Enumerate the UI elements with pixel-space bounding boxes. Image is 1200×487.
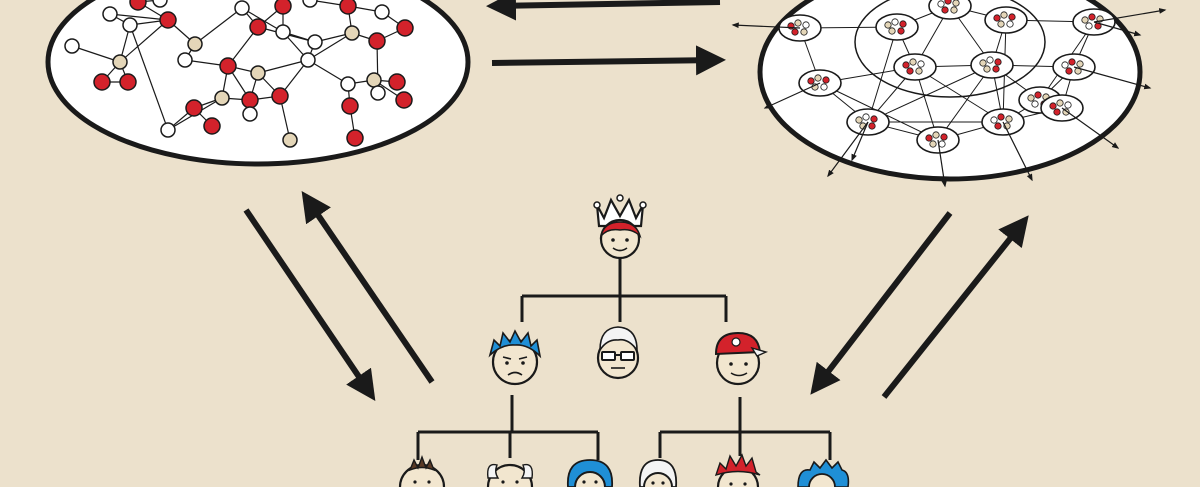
network-edge: [307, 59, 349, 85]
tree-connectors: [416, 258, 832, 460]
arrow-icon: [243, 208, 376, 401]
network-node: [396, 19, 414, 37]
network-edge: [119, 19, 169, 63]
person-root-crowned: [593, 194, 647, 260]
person-blue-hair: [488, 329, 542, 386]
network-cluster: [984, 6, 1028, 34]
person-white-hair-glasses: [596, 326, 640, 380]
left-network-nodes: [64, 0, 414, 148]
network-node: [242, 106, 258, 122]
person-spiky-brown-hair: [398, 454, 446, 487]
arrow-icon: [491, 45, 726, 76]
network-node: [341, 97, 359, 115]
network-node: [219, 57, 237, 75]
network-node: [368, 32, 386, 50]
arrow-icon: [763, 82, 821, 109]
network-node: [152, 0, 168, 8]
glasses-icon: [601, 351, 635, 361]
network-node: [388, 73, 406, 91]
arrow-icon: [1093, 21, 1142, 37]
network-node: [64, 38, 80, 54]
network-node: [370, 85, 386, 101]
person-white-hair: [638, 459, 678, 487]
person-blue-spiky-hair: [797, 458, 850, 487]
person-bald-white-hair: [486, 463, 534, 487]
arrow-icon: [827, 121, 869, 178]
left-network-panel: [45, 0, 471, 167]
network-node: [187, 36, 203, 52]
network-edge: [257, 59, 309, 74]
network-edge: [71, 45, 121, 63]
network-cluster: [970, 51, 1014, 79]
network-node: [395, 91, 413, 109]
right-network-panel: [731, 0, 1167, 188]
network-cluster: [875, 13, 919, 41]
network-edge: [867, 26, 898, 123]
right-network-core-ring: [854, 0, 1046, 98]
arrow-icon: [851, 121, 869, 162]
network-node: [340, 76, 356, 92]
hierarchy-tree: [398, 194, 850, 487]
arrow-icon: [1061, 107, 1120, 149]
arrow-icon: [810, 211, 953, 395]
network-node: [344, 25, 360, 41]
network-node: [177, 52, 193, 68]
right-network-clusters: [778, 0, 1116, 154]
network-node: [93, 73, 111, 91]
network-edge: [867, 64, 993, 123]
network-node: [112, 54, 128, 70]
network-node: [282, 132, 298, 148]
transition-arrows: [243, 0, 1029, 401]
person-red-spiky-hair: [714, 453, 761, 487]
network-node: [366, 72, 382, 88]
arrow-icon: [731, 22, 801, 29]
network-node: [250, 65, 266, 81]
network-node: [339, 0, 357, 15]
network-node: [119, 73, 137, 91]
network-node: [300, 52, 316, 68]
arrow-icon: [937, 139, 947, 188]
network-node: [271, 87, 289, 105]
network-cluster: [778, 14, 822, 42]
network-node: [214, 90, 230, 106]
network-node: [122, 17, 138, 33]
arrow-icon: [486, 0, 721, 21]
left-network-outline: [45, 0, 471, 167]
arrow-icon: [1093, 8, 1167, 23]
network-node: [159, 11, 177, 29]
network-edge: [109, 13, 169, 21]
network-node: [129, 0, 147, 11]
network-edge: [194, 7, 243, 45]
arrow-icon: [881, 215, 1029, 399]
network-node: [160, 122, 176, 138]
person-cap: [714, 331, 769, 386]
network-edge: [129, 24, 169, 131]
network-node: [241, 91, 259, 109]
network-edge: [307, 32, 353, 61]
network-node: [274, 0, 292, 15]
network-node: [203, 117, 221, 135]
arrow-icon: [301, 191, 435, 384]
network-node: [374, 4, 390, 20]
right-network-outgoing-links: [731, 8, 1167, 188]
arrow-icon: [1073, 66, 1152, 90]
network-node: [185, 99, 203, 117]
network-cluster: [893, 53, 937, 81]
network-node: [249, 18, 267, 36]
network-cluster: [928, 0, 972, 20]
network-node: [346, 129, 364, 147]
person-blue-long-hair: [567, 459, 613, 487]
arrow-icon: [1002, 121, 1033, 182]
network-node: [302, 0, 318, 8]
network-node: [102, 6, 118, 22]
network-node: [307, 34, 323, 50]
network-node: [275, 24, 291, 40]
network-node: [234, 0, 250, 16]
